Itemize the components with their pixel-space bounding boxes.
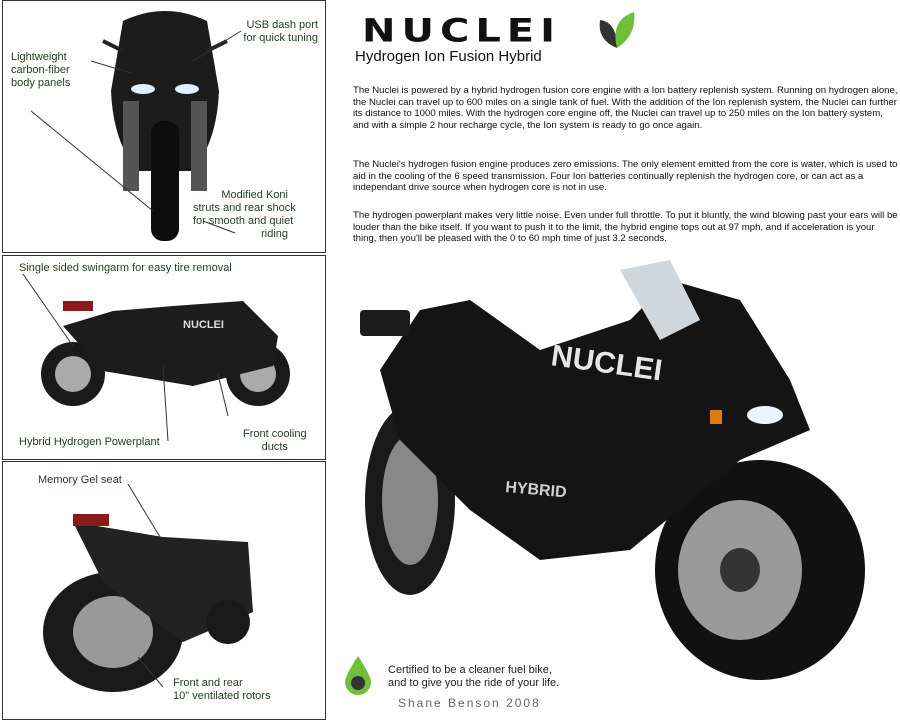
hybrid-badge: HYBRID bbox=[505, 479, 568, 501]
label-ventilated-rotors: Front and rear 10" ventilated rotors bbox=[173, 677, 271, 702]
bike-name-lettering: NUCLEI bbox=[183, 319, 224, 331]
nuclei-logo: NUCLEI bbox=[362, 12, 562, 50]
main-bike-illustration: NUCLEI HYBRID bbox=[360, 260, 865, 680]
label-cooling-ducts: Front cooling ducts bbox=[243, 428, 307, 453]
paragraph-emissions: The Nuclei's hydrogen fusion engine prod… bbox=[353, 159, 898, 194]
rear-bike-illustration bbox=[43, 483, 253, 692]
front-view-panel: USB dash port for quick tuning Lightweig… bbox=[2, 0, 326, 253]
label-memory-gel-seat: Memory Gel seat bbox=[38, 474, 122, 486]
front-bike-illustration bbox=[30, 11, 242, 241]
side-view-panel: NUCLEI Single sided swingarm for easy ti… bbox=[2, 255, 326, 460]
label-powerplant: Hybrid Hydrogen Powerplant bbox=[19, 436, 160, 448]
side-bike-illustration: NUCLEI bbox=[22, 273, 290, 442]
paragraph-performance: The hydrogen powerplant makes very littl… bbox=[353, 210, 898, 245]
label-usb-dash-port: USB dash port for quick tuning bbox=[243, 19, 318, 44]
label-swingarm: Single sided swingarm for easy tire remo… bbox=[19, 262, 232, 274]
paragraph-range: The Nuclei is powered by a hybrid hydrog… bbox=[353, 85, 898, 131]
rear-view-panel: Memory Gel seat Front and rear 10" venti… bbox=[2, 461, 326, 720]
leaf-icon bbox=[599, 12, 635, 48]
eco-drop-icon bbox=[345, 656, 371, 695]
label-carbon-fiber-panels: Lightweight carbon-fiber body panels bbox=[11, 51, 71, 89]
page-subtitle: Hydrogen Ion Fusion Hybrid bbox=[355, 48, 542, 65]
certified-tagline: Certified to be a cleaner fuel bike, and… bbox=[388, 664, 560, 689]
label-koni-struts: Modified Koni struts and rear shock for … bbox=[193, 189, 296, 240]
author-credit: Shane Benson 2008 bbox=[398, 696, 541, 710]
